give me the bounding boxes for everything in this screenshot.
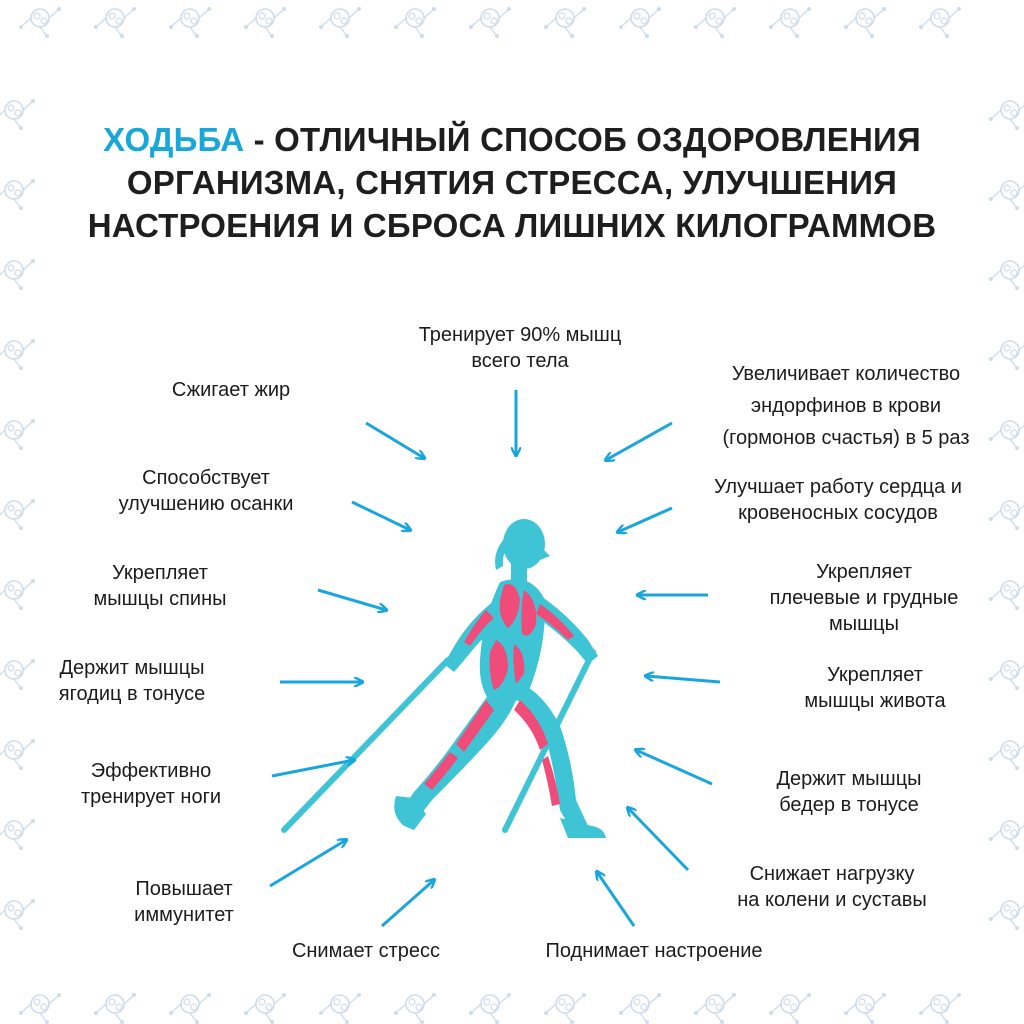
- benefit-posture: Способствует улучшению осанки: [119, 465, 294, 517]
- arrow-icon: [646, 676, 721, 684]
- benefit-line: кровеносных сосудов: [738, 502, 938, 524]
- arrow-icon: [628, 808, 690, 872]
- benefit-endorphins: Увеличивает количество эндорфинов в кров…: [723, 358, 970, 454]
- benefit-back: Укрепляет мышцы спины: [94, 560, 227, 612]
- benefit-heart: Улучшает работу сердца и кровеносных сос…: [714, 474, 962, 526]
- benefit-line: иммунитет: [134, 904, 234, 926]
- benefit-stress: Снимает стресс: [292, 938, 440, 964]
- arrow-icon: [365, 421, 424, 458]
- benefit-legs: Эффективно тренирует ноги: [81, 758, 221, 810]
- benefit-line: Увеличивает количество: [731, 363, 961, 385]
- benefit-line: всего тела: [471, 350, 569, 372]
- benefit-line: мышцы: [829, 613, 899, 635]
- title-line-2: ОРГАНИЗМА, СНЯТИЯ СТРЕССА, УЛУЧШЕНИЯ: [126, 164, 898, 201]
- benefit-muscles-90: Тренирует 90% мышц всего тела: [419, 322, 622, 374]
- nordic-walker-figure-icon: [281, 519, 606, 838]
- benefit-shoulders-chest: Укрепляет плечевые и грудные мышцы: [770, 559, 959, 637]
- benefit-line: улучшению осанки: [118, 493, 294, 515]
- benefit-line: ягодиц в тонусе: [58, 683, 206, 705]
- benefit-line: плечевые и грудные: [769, 587, 959, 609]
- benefit-burns-fat: Сжигает жир: [172, 377, 290, 403]
- benefit-line: Укрепляет: [827, 664, 923, 686]
- arrow-icon: [269, 840, 346, 888]
- benefit-line: эндорфинов в крови: [750, 395, 942, 417]
- arrow-icon: [271, 760, 354, 778]
- benefit-immunity: Повышает иммунитет: [134, 876, 234, 928]
- benefit-line: Эффективно: [90, 760, 212, 782]
- benefit-line: Укрепляет: [112, 562, 208, 584]
- benefit-abs: Укрепляет мышцы живота: [804, 662, 945, 714]
- benefit-line: Держит мышцы: [776, 768, 922, 790]
- benefit-line: мышцы спины: [93, 588, 227, 610]
- title-accent-word: ХОДЬБА: [103, 121, 245, 158]
- benefit-line: Повышает: [135, 878, 233, 900]
- arrow-icon: [597, 872, 636, 927]
- benefit-line: Снижает нагрузку: [749, 863, 915, 885]
- benefit-line: тренирует ноги: [80, 786, 222, 808]
- benefit-knees: Снижает нагрузку на колени и суставы: [737, 861, 927, 913]
- benefit-line: на колени и суставы: [737, 889, 927, 911]
- title-line-3: НАСТРОЕНИЯ И СБРОСА ЛИШНИХ КИЛОГРАММОВ: [87, 207, 937, 244]
- arrow-icon: [606, 421, 673, 460]
- arrow-icon: [381, 880, 434, 928]
- arrow-icon: [317, 588, 386, 610]
- benefit-line: Снимает стресс: [291, 940, 441, 962]
- benefit-mood: Поднимает настроение: [545, 938, 762, 964]
- benefit-line: (гормонов счастья) в 5 раз: [722, 427, 970, 449]
- benefit-line: Держит мышцы: [59, 657, 205, 679]
- arrow-icon: [351, 500, 410, 530]
- benefit-line: Тренирует 90% мышц: [418, 324, 622, 346]
- benefit-line: Укрепляет: [816, 561, 912, 583]
- benefit-line: Сжигает жир: [171, 379, 291, 401]
- arrow-icon: [618, 506, 673, 532]
- page-title: ХОДЬБА - ОТЛИЧНЫЙ СПОСОБ ОЗДОРОВЛЕНИЯ ОР…: [40, 118, 984, 247]
- benefit-line: бедер в тонусе: [779, 794, 919, 816]
- arrow-icon: [636, 750, 713, 786]
- arrows: [269, 390, 721, 928]
- benefit-line: мышцы живота: [804, 690, 946, 712]
- benefit-line: Улучшает работу сердца и: [714, 476, 962, 498]
- benefit-line: Поднимает настроение: [545, 940, 763, 962]
- title-line-1: - ОТЛИЧНЫЙ СПОСОБ ОЗДОРОВЛЕНИЯ: [244, 121, 921, 158]
- benefit-glutes: Держит мышцы ягодиц в тонусе: [59, 655, 205, 707]
- benefit-line: Способствует: [142, 467, 270, 489]
- benefit-thighs: Держит мышцы бедер в тонусе: [776, 766, 921, 818]
